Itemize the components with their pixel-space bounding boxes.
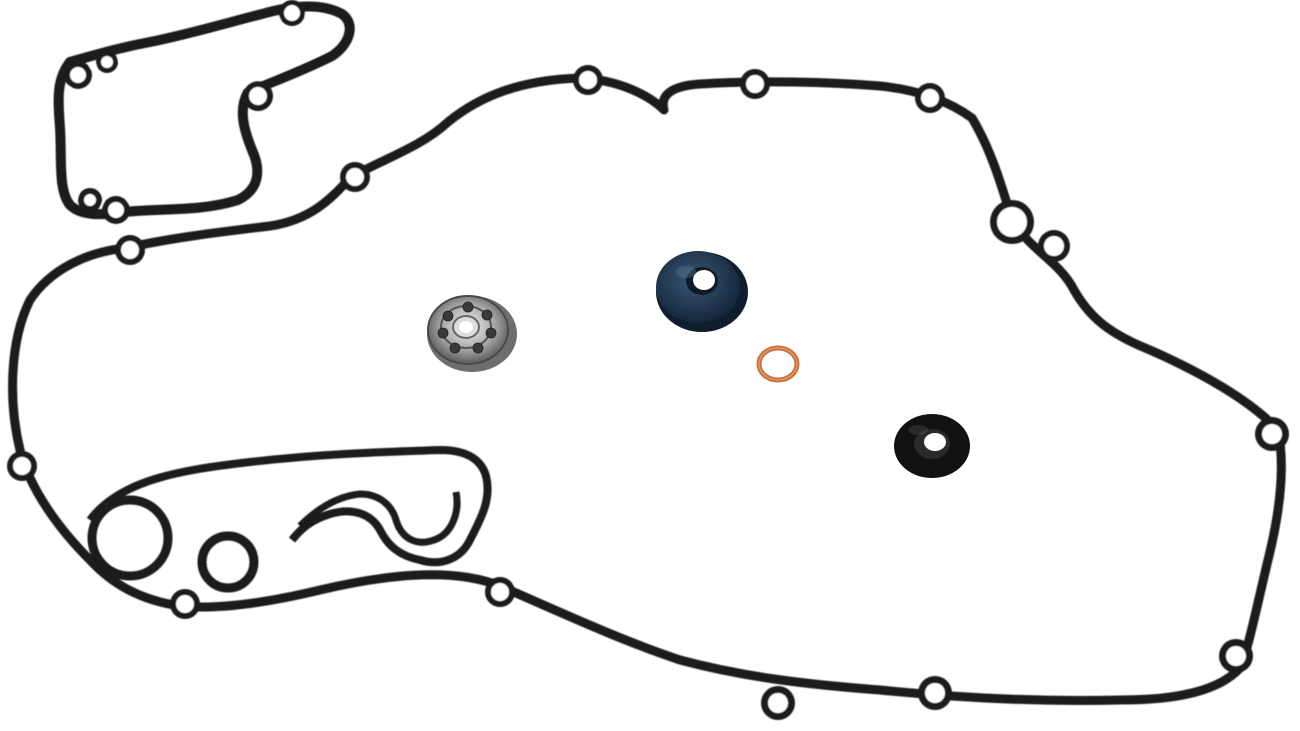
copper-crush-washer [756, 345, 800, 383]
small-oil-seal [894, 414, 970, 478]
large-oil-seal [656, 251, 748, 332]
ball-bearing [427, 295, 517, 372]
bolt-holes [7, 65, 1289, 720]
clutch-cover-gasket [7, 65, 1289, 720]
water-pump-cover-gasket [53, 0, 355, 224]
